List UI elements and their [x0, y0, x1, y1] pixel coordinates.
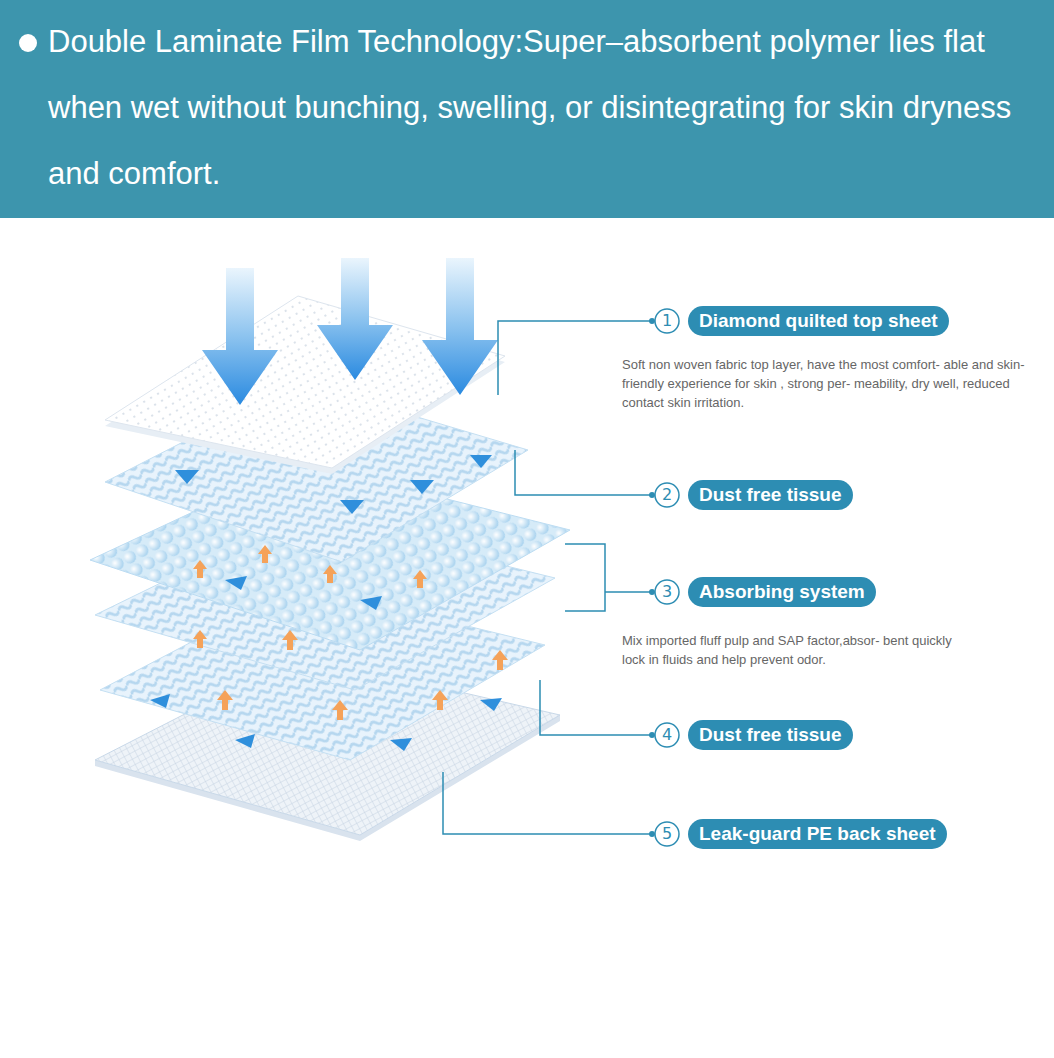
callout-title: Dust free tissue [699, 484, 842, 505]
callout-number: 5 [655, 822, 679, 846]
callout-pill: Dust free tissue [688, 720, 853, 750]
big-arrows [202, 258, 498, 405]
callout-title: Diamond quilted top sheet [699, 310, 938, 331]
leader-lines [443, 321, 652, 834]
callout-number: 3 [655, 580, 679, 604]
callout-description: Mix imported fluff pulp and SAP factor,a… [622, 631, 962, 669]
callout-description: Soft non woven fabric top layer, have th… [622, 355, 1036, 412]
callout-number: 4 [655, 723, 679, 747]
callout-title: Leak-guard PE back sheet [699, 823, 936, 844]
callout-title: Absorbing system [699, 581, 865, 602]
callout-number: 2 [655, 483, 679, 507]
callout-title: Dust free tissue [699, 724, 842, 745]
flow-arrows-up [193, 545, 508, 720]
callout-pill: Dust free tissue [688, 480, 853, 510]
banner [0, 0, 1054, 218]
callout-pill: Absorbing system [688, 577, 876, 607]
callout-number: 1 [655, 309, 679, 333]
callout-pill: Leak-guard PE back sheet [688, 819, 947, 849]
bullet [19, 34, 37, 52]
banner-title: Double Laminate Film Technology:Super–ab… [48, 9, 1038, 207]
callout-pill: Diamond quilted top sheet [688, 306, 949, 336]
flow-arrows-down [150, 455, 502, 751]
